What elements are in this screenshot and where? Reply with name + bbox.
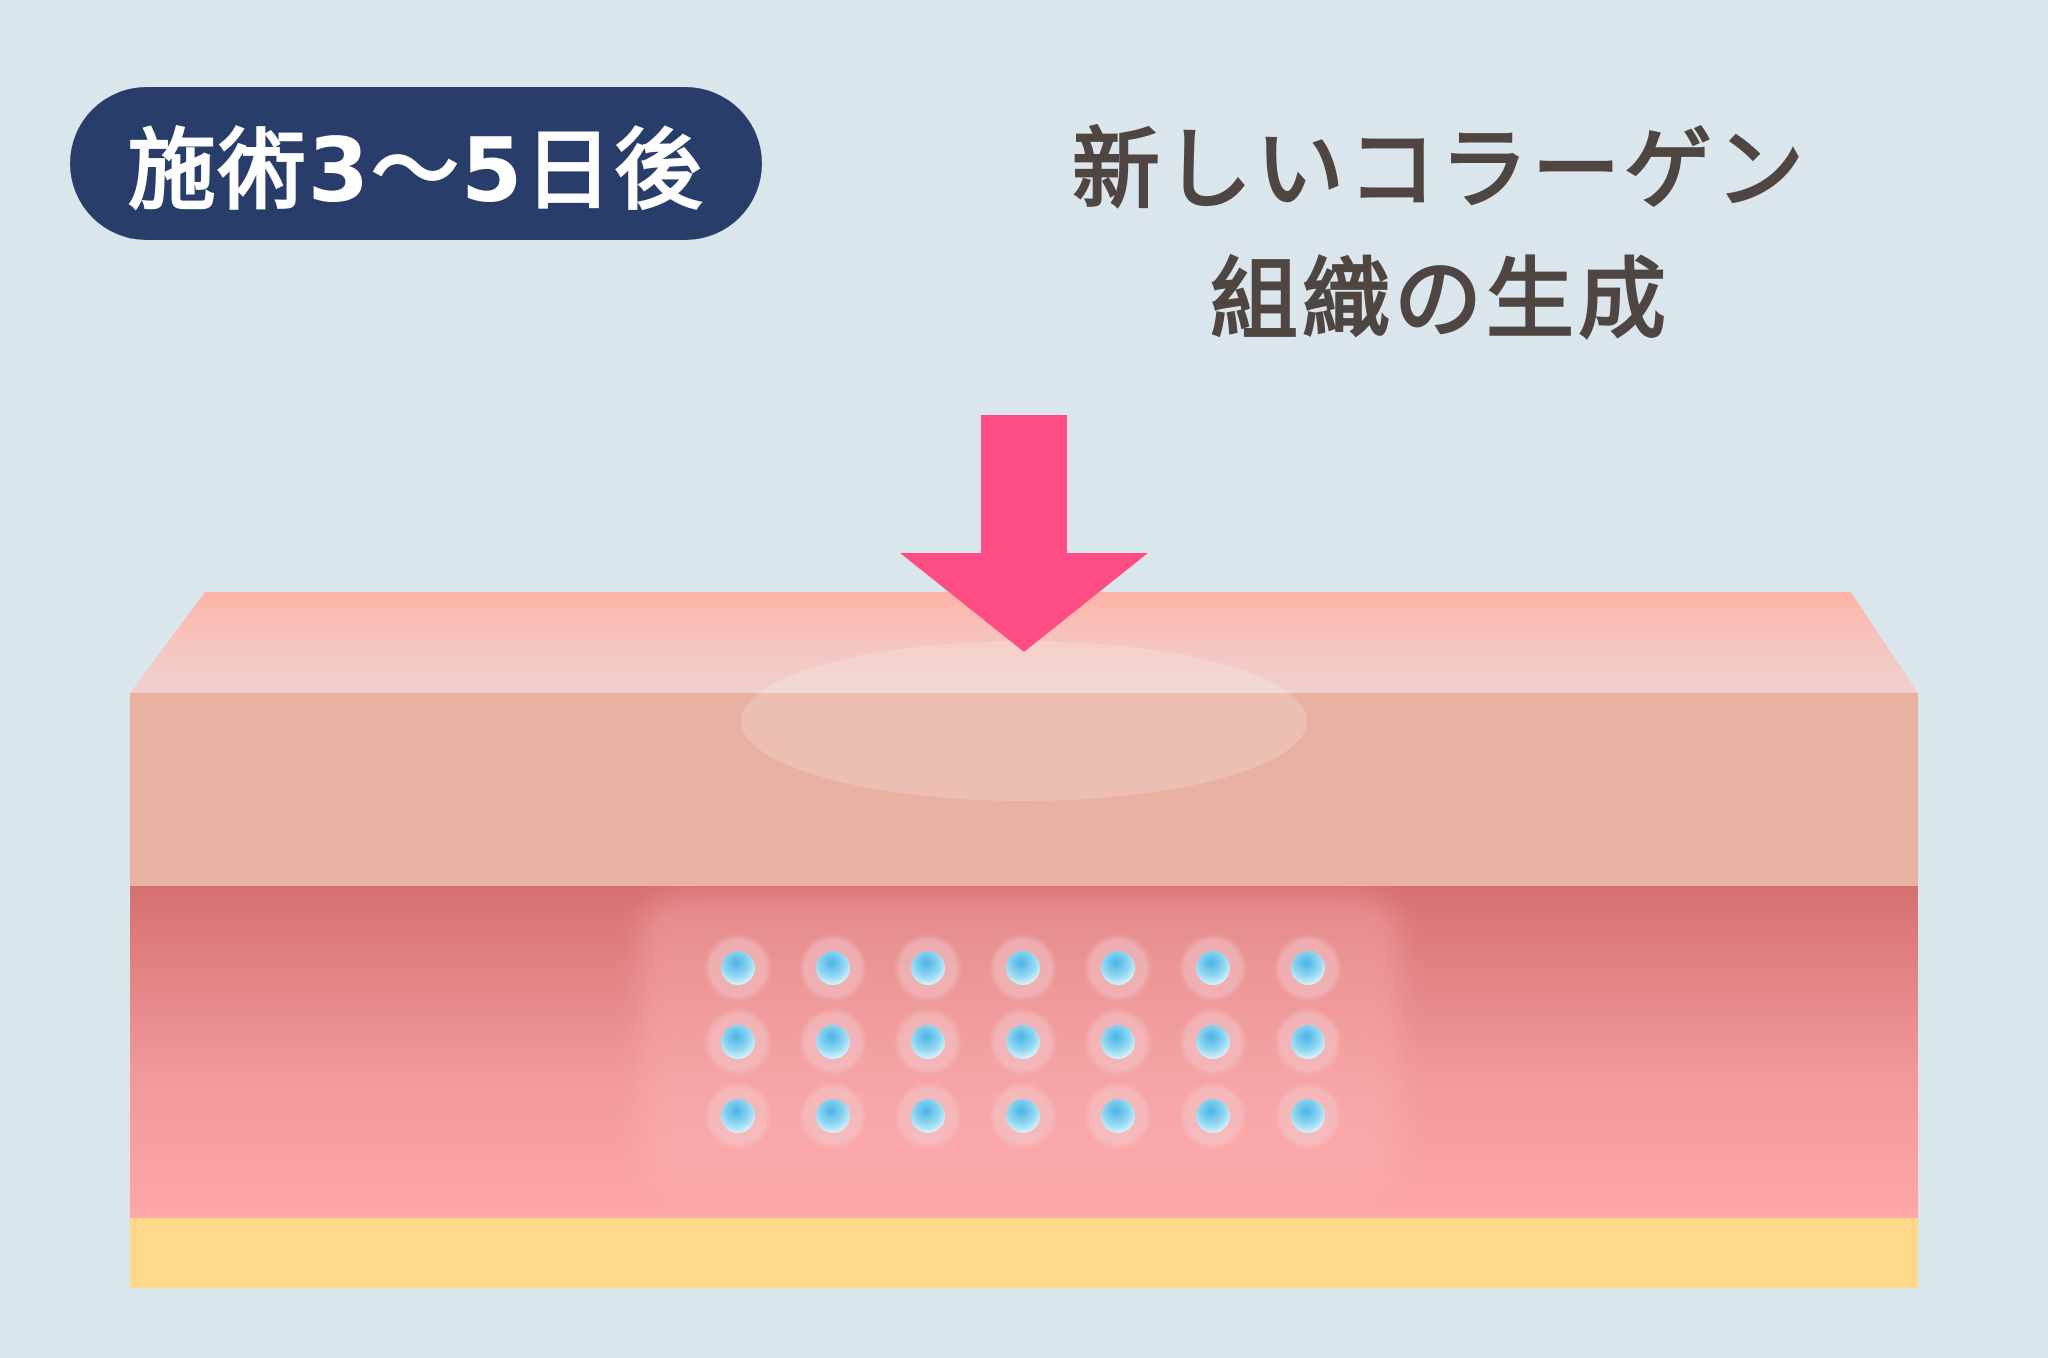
badge-label: 施術3〜5日後 xyxy=(127,119,705,222)
collagen-cell xyxy=(707,937,769,999)
epidermis-layer xyxy=(130,693,1918,886)
collagen-cell xyxy=(802,937,864,999)
collagen-cell xyxy=(1277,1085,1339,1147)
collagen-cell xyxy=(1087,1011,1149,1073)
collagen-cell xyxy=(1277,937,1339,999)
collagen-cell xyxy=(1182,937,1244,999)
subcutaneous-fat-layer xyxy=(130,1218,1918,1288)
collagen-cell xyxy=(1087,1085,1149,1147)
collagen-cell-grid xyxy=(707,937,1339,1147)
collagen-cell xyxy=(1087,937,1149,999)
collagen-cell xyxy=(897,937,959,999)
collagen-cell xyxy=(707,1011,769,1073)
collagen-cell xyxy=(992,1011,1054,1073)
title-line-1: 新しいコラーゲン xyxy=(1071,118,1808,221)
collagen-cell xyxy=(802,1011,864,1073)
collagen-cell xyxy=(992,1085,1054,1147)
collagen-cell xyxy=(897,1011,959,1073)
collagen-cell xyxy=(1182,1085,1244,1147)
collagen-cell xyxy=(707,1085,769,1147)
collagen-cell xyxy=(802,1085,864,1147)
treated-area-highlight xyxy=(741,641,1307,801)
collagen-cell xyxy=(992,937,1054,999)
arrow-down-icon xyxy=(900,415,1148,652)
title-line-2: 組織の生成 xyxy=(1209,248,1670,351)
collagen-cell xyxy=(897,1085,959,1147)
collagen-cell xyxy=(1182,1011,1244,1073)
diagram-title: 新しいコラーゲン 組織の生成 xyxy=(1000,105,1880,365)
timeline-badge: 施術3〜5日後 xyxy=(70,87,762,240)
collagen-cell xyxy=(1277,1011,1339,1073)
